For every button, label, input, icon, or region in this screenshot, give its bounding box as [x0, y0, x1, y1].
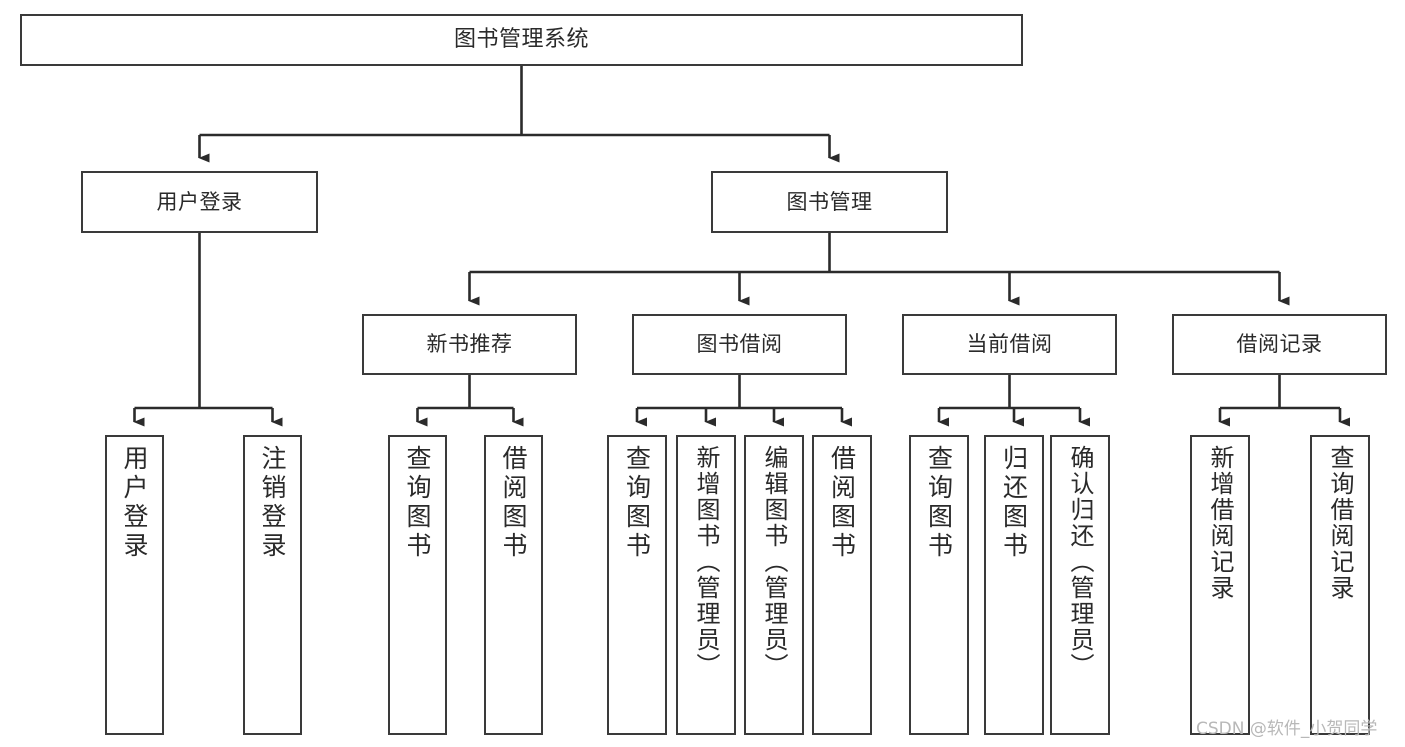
node-current-borrow-label: 当前借阅 — [966, 332, 1053, 357]
node-leaf-borrow-book-2[interactable]: 借阅图书 — [812, 435, 872, 735]
edge-group-borrow-record — [1218, 375, 1350, 427]
node-leaf-query-book-3[interactable]: 查询图书 — [909, 435, 969, 735]
node-book-borrow[interactable]: 图书借阅 — [632, 314, 847, 375]
node-leaf-user-login[interactable]: 用户登录 — [105, 435, 164, 735]
node-new-book-rec[interactable]: 新书推荐 — [362, 314, 577, 375]
node-leaf-user-logout[interactable]: 注销登录 — [243, 435, 302, 735]
node-leaf-return-book-label: 归还图书 — [999, 445, 1029, 561]
node-leaf-user-login-label: 用户登录 — [120, 445, 149, 561]
node-leaf-add-book[interactable]: 新增图书（管理员） — [676, 435, 736, 735]
node-leaf-borrow-book-1-label: 借阅图书 — [499, 445, 528, 561]
node-leaf-borrow-book-1[interactable]: 借阅图书 — [484, 435, 543, 735]
node-root-label: 图书管理系统 — [453, 27, 589, 53]
node-book-borrow-label: 图书借阅 — [696, 332, 783, 357]
node-leaf-add-record[interactable]: 新增借阅记录 — [1190, 435, 1250, 735]
node-leaf-edit-book-label: 编辑图书（管理员） — [760, 445, 788, 679]
node-leaf-query-record[interactable]: 查询借阅记录 — [1310, 435, 1370, 735]
node-leaf-user-logout-label: 注销登录 — [258, 445, 287, 561]
node-leaf-confirm-return-label: 确认归还（管理员） — [1066, 445, 1094, 679]
edge-group-current-borrow — [937, 375, 1090, 427]
node-new-book-rec-label: 新书推荐 — [426, 332, 513, 357]
node-book-manage-label: 图书管理 — [786, 189, 873, 214]
edge-group-user-login — [133, 233, 283, 427]
node-leaf-borrow-book-2-label: 借阅图书 — [827, 445, 857, 561]
node-user-login-label: 用户登录 — [156, 189, 243, 214]
node-leaf-add-book-label: 新增图书（管理员） — [692, 445, 720, 679]
csdn-watermark: CSDN @软件_小贺同学 — [1196, 719, 1378, 739]
node-user-login[interactable]: 用户登录 — [81, 171, 318, 233]
node-leaf-query-book-3-label: 查询图书 — [924, 445, 954, 561]
node-book-manage[interactable]: 图书管理 — [711, 171, 948, 233]
edge-group-root — [198, 66, 840, 163]
node-leaf-query-book-2[interactable]: 查询图书 — [607, 435, 667, 735]
edge-group-new-book-rec — [416, 375, 524, 427]
node-root[interactable]: 图书管理系统 — [20, 14, 1023, 66]
node-leaf-query-record-label: 查询借阅记录 — [1326, 445, 1354, 601]
node-leaf-query-book-2-label: 查询图书 — [622, 445, 652, 561]
edge-group-book-borrow — [635, 375, 852, 427]
node-current-borrow[interactable]: 当前借阅 — [902, 314, 1117, 375]
node-leaf-query-book-1[interactable]: 查询图书 — [388, 435, 447, 735]
node-leaf-edit-book[interactable]: 编辑图书（管理员） — [744, 435, 804, 735]
node-leaf-add-record-label: 新增借阅记录 — [1206, 445, 1234, 601]
node-leaf-return-book[interactable]: 归还图书 — [984, 435, 1044, 735]
node-borrow-record[interactable]: 借阅记录 — [1172, 314, 1387, 375]
edge-group-book-manage — [468, 233, 1290, 306]
node-leaf-query-book-1-label: 查询图书 — [403, 445, 432, 561]
node-borrow-record-label: 借阅记录 — [1236, 332, 1323, 357]
node-leaf-confirm-return[interactable]: 确认归还（管理员） — [1050, 435, 1110, 735]
